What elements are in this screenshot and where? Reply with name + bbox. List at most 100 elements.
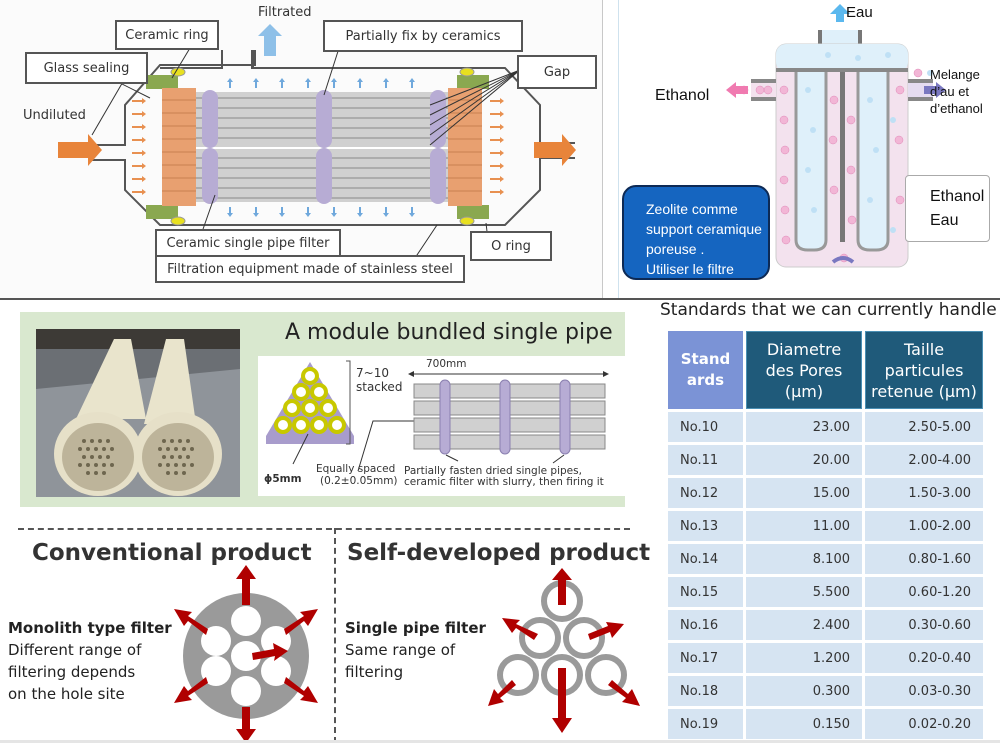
filter-tubes-image bbox=[36, 329, 240, 497]
filtrated-arrow-icon bbox=[258, 24, 282, 56]
ceramic-fixer bbox=[430, 148, 446, 204]
label-partially-fix: Partially fix by ceramics bbox=[323, 20, 523, 52]
flow-curve-arrow-icon bbox=[831, 256, 855, 264]
particle-legend bbox=[905, 175, 990, 242]
housing-outline-bottom-left bbox=[90, 159, 300, 226]
label-gap: Gap bbox=[517, 55, 597, 89]
conventional-title: Conventional product bbox=[32, 540, 312, 566]
bundle-drawing bbox=[266, 360, 609, 472]
o-ring-icon bbox=[459, 67, 475, 77]
ceramic-ring-bottom-left bbox=[146, 205, 178, 219]
module-title: A module bundled single pipe bbox=[285, 320, 613, 345]
label-ethanol-out: Ethanol bbox=[655, 87, 710, 104]
ceramic-fixer bbox=[430, 90, 446, 148]
ceramic-fixer bbox=[202, 90, 218, 148]
ceramic-ring-top-left bbox=[146, 75, 178, 89]
label-o-ring: O ring bbox=[470, 231, 552, 261]
conventional-description: Monolith type filter Different range of … bbox=[8, 619, 172, 703]
cell-particle-size: 2.50-5.00 bbox=[865, 412, 983, 442]
permeate-arrows bbox=[227, 78, 415, 217]
self-developed-subtitle: Single pipe filter bbox=[345, 619, 486, 637]
cell-standard: No.12 bbox=[668, 478, 743, 508]
bottom-border bbox=[0, 740, 1000, 743]
label-ceramic-single-pipe-filter: Ceramic single pipe filter bbox=[155, 229, 341, 257]
label-fasten-note-1: Partially fasten dried single pipes, bbox=[404, 465, 582, 477]
cell-standard: No.13 bbox=[668, 511, 743, 541]
glass-seal-left bbox=[162, 88, 196, 206]
label-filtrated: Filtrated bbox=[258, 5, 312, 20]
label-ceramic-ring: Ceramic ring bbox=[115, 20, 219, 50]
cell-standard: No.18 bbox=[668, 676, 743, 706]
seal-lines bbox=[162, 99, 482, 192]
cell-pore-diameter: 0.150 bbox=[746, 709, 862, 739]
pipe-rings bbox=[274, 367, 346, 434]
feed-arrows bbox=[132, 98, 504, 195]
cell-pore-diameter: 23.00 bbox=[746, 412, 862, 442]
label-stacked-count: 7~10 bbox=[356, 366, 389, 380]
cell-pore-diameter: 1.200 bbox=[746, 643, 862, 673]
self-developed-title: Self-developed product bbox=[347, 540, 651, 566]
glass-seal-right bbox=[448, 88, 482, 206]
cell-pore-diameter: 2.400 bbox=[746, 610, 862, 640]
ceramic-ring-top-right bbox=[457, 75, 489, 89]
single-pipe-filter-icon bbox=[488, 568, 640, 733]
label-glass-sealing: Glass sealing bbox=[25, 52, 148, 84]
legend-label-eau: Eau bbox=[930, 212, 959, 229]
concentrate-out-arrow-icon bbox=[534, 134, 576, 166]
cell-pore-diameter: 11.00 bbox=[746, 511, 862, 541]
filter-module-photo bbox=[36, 329, 240, 497]
undiluted-in-arrow-icon bbox=[58, 134, 102, 166]
label-stacked: stacked bbox=[356, 380, 403, 394]
zeolite-note: Zeolite comme support ceramique poreuse … bbox=[622, 185, 770, 280]
o-ring-icon bbox=[170, 216, 186, 226]
separation-drawing bbox=[726, 4, 946, 268]
ceramic-fixer bbox=[316, 90, 332, 148]
cell-standard: No.11 bbox=[668, 445, 743, 475]
cell-particle-size: 1.50-3.00 bbox=[865, 478, 983, 508]
comparison-divider-v bbox=[334, 528, 336, 743]
self-developed-description: Single pipe filter Same range of filteri… bbox=[345, 619, 486, 681]
cell-particle-size: 0.60-1.20 bbox=[865, 577, 983, 607]
section-divider bbox=[0, 298, 1000, 300]
cell-pore-diameter: 8.100 bbox=[746, 544, 862, 574]
cell-standard: No.15 bbox=[668, 577, 743, 607]
cell-particle-size: 0.20-0.40 bbox=[865, 643, 983, 673]
label-diameter: ϕ5mm bbox=[264, 473, 302, 485]
housing-outline-top-left bbox=[90, 50, 256, 146]
standards-title: Standards that we can currently handle bbox=[660, 300, 997, 320]
module-bundle-diagram: 700mm 7~10 stacked ϕ5mm Equally spaced (… bbox=[258, 356, 625, 496]
cell-pore-diameter: 5.500 bbox=[746, 577, 862, 607]
ethanol-out-arrow-icon bbox=[726, 82, 748, 98]
o-ring-icon bbox=[459, 216, 475, 226]
cell-standard: No.14 bbox=[668, 544, 743, 574]
label-eau-top: Eau bbox=[846, 4, 873, 21]
label-undiluted: Undiluted bbox=[23, 108, 86, 123]
ceramic-ring-bottom-right bbox=[457, 205, 489, 219]
cell-particle-size: 0.30-0.60 bbox=[865, 610, 983, 640]
mixture-in-arrow-icon bbox=[924, 82, 946, 98]
ceramic-fixer bbox=[202, 148, 218, 204]
o-ring-icon bbox=[170, 67, 186, 77]
membrane-tube bbox=[794, 72, 828, 252]
ceramic-fixer bbox=[316, 148, 332, 204]
cell-pore-diameter: 0.300 bbox=[746, 676, 862, 706]
cell-standard: No.10 bbox=[668, 412, 743, 442]
cell-pore-diameter: 15.00 bbox=[746, 478, 862, 508]
cell-standard: No.19 bbox=[668, 709, 743, 739]
cell-particle-size: 0.03-0.30 bbox=[865, 676, 983, 706]
side-fixers bbox=[439, 379, 571, 455]
comparison-divider-h bbox=[18, 528, 630, 530]
cell-particle-size: 0.80-1.60 bbox=[865, 544, 983, 574]
membrane-tube bbox=[856, 72, 890, 252]
